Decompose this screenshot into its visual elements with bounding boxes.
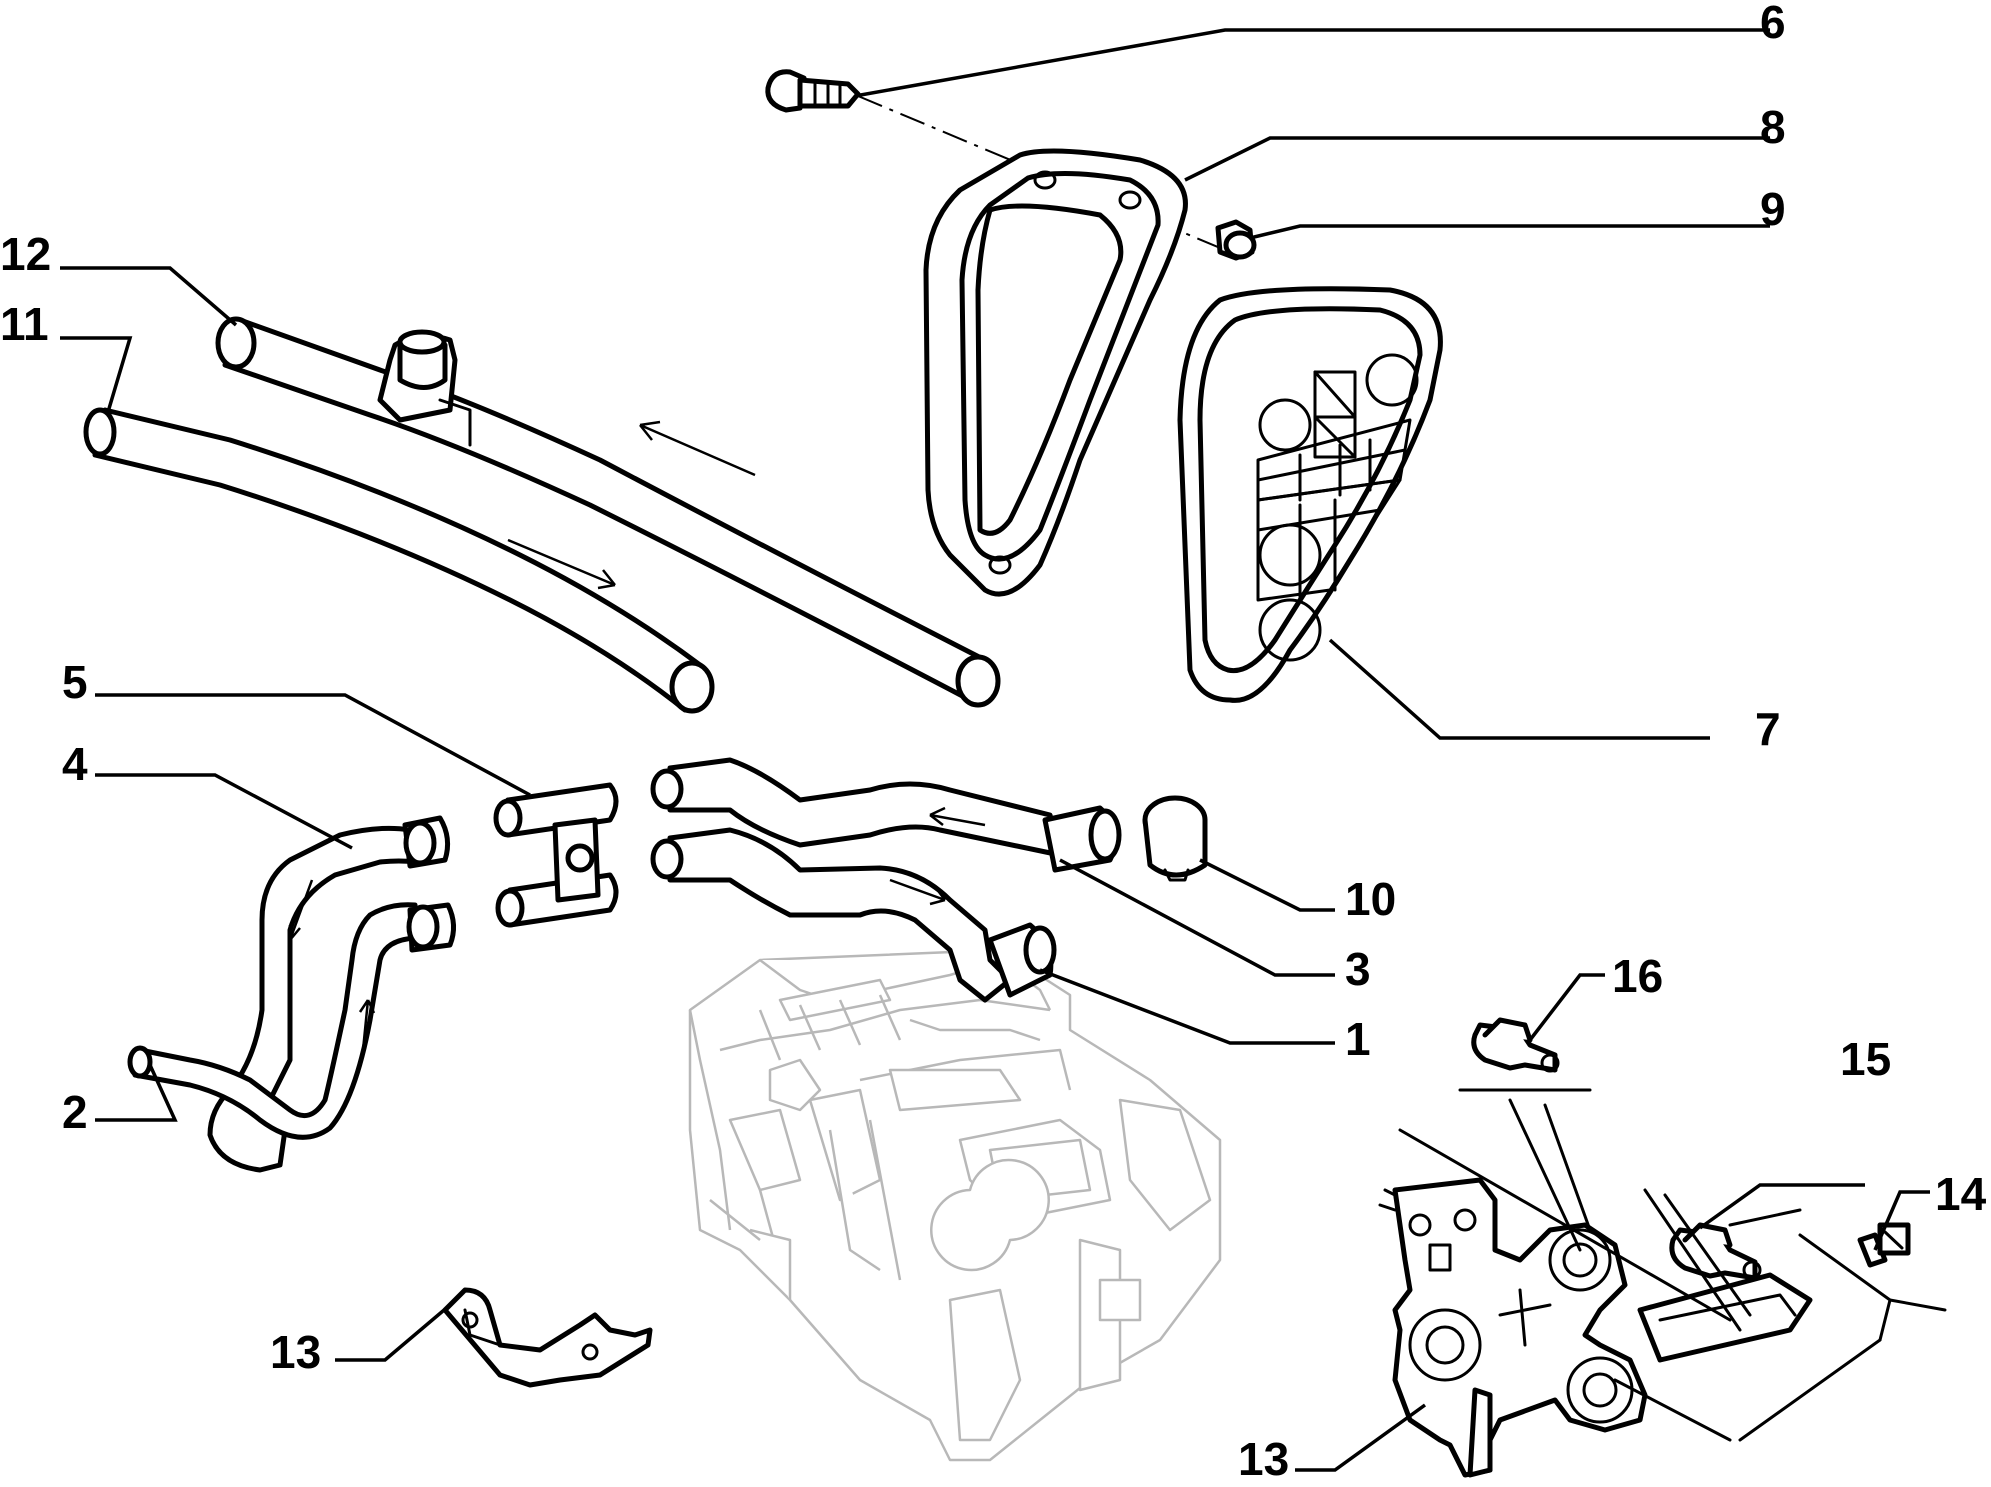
part-6-screw	[765, 69, 861, 113]
callout-13-left: 13	[270, 1326, 321, 1378]
assembly-reference-lines	[1398, 1088, 1947, 1442]
callout-5: 5	[62, 656, 88, 708]
part-10-clamp	[1142, 795, 1208, 882]
part-7-grille	[1177, 286, 1443, 703]
part-8-gasket	[923, 148, 1188, 597]
part-5-connector	[493, 782, 619, 928]
callout-10: 10	[1345, 873, 1396, 925]
flow-arrows-hoses	[507, 420, 756, 590]
part-1-pipe	[650, 827, 1057, 1003]
heater-unit-ghost	[688, 948, 1222, 1462]
callout-14: 14	[1935, 1168, 1987, 1220]
part-3-pipe	[650, 757, 1122, 873]
callout-13-right: 13	[1238, 1433, 1289, 1485]
callout-6: 6	[1760, 0, 1786, 48]
callout-12: 12	[0, 228, 51, 280]
callout-16: 16	[1612, 950, 1663, 1002]
part-11-hose	[83, 407, 715, 714]
part-13-bracket-small	[442, 1287, 653, 1388]
callout-2: 2	[62, 1086, 88, 1138]
callout-9: 9	[1760, 183, 1786, 235]
part-13-bracket-large	[1378, 1177, 1813, 1478]
callout-11: 11	[0, 298, 49, 350]
part-9-nut	[1215, 219, 1257, 261]
part-12-hose	[215, 316, 1001, 708]
part-4-2-pipes	[127, 815, 456, 1173]
callout-3: 3	[1345, 943, 1371, 995]
callout-15: 15	[1840, 1033, 1891, 1085]
callout-4: 4	[62, 738, 88, 790]
callout-1: 1	[1345, 1013, 1371, 1065]
callout-7: 7	[1755, 703, 1781, 755]
part-16-clip	[1471, 1017, 1560, 1073]
leader-lines	[60, 28, 1930, 1472]
callout-8: 8	[1760, 101, 1786, 153]
